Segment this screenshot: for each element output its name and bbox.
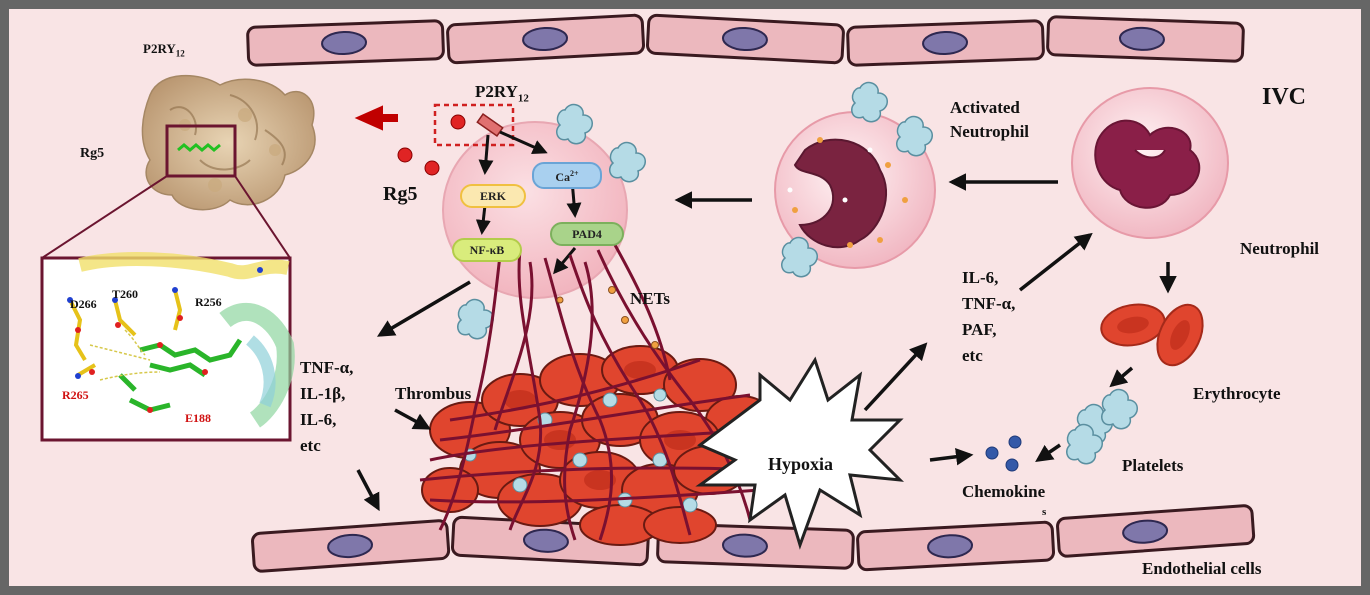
cell-nucleus bbox=[927, 534, 974, 559]
rg5-molecule bbox=[450, 114, 466, 130]
calcium-node: Ca2+ bbox=[532, 162, 602, 189]
cytokine-right-item: PAF, bbox=[962, 320, 997, 339]
platelet bbox=[1066, 423, 1103, 465]
cell-nucleus bbox=[1122, 519, 1169, 544]
residue-r265-label: R265 bbox=[62, 388, 89, 402]
erythrocyte-label: Erythrocyte bbox=[1193, 384, 1281, 403]
rg5-ligand bbox=[177, 143, 221, 152]
cytokine-left-item: etc bbox=[300, 436, 321, 455]
rg5-inhibition-arrow bbox=[354, 105, 398, 131]
p2ry12-cell-label: P2RY12 bbox=[475, 82, 529, 105]
platelet bbox=[556, 103, 593, 145]
cytokine-left-item: IL-6, bbox=[300, 410, 337, 429]
pad4-node: PAD4 bbox=[550, 222, 624, 246]
cell-nucleus bbox=[327, 533, 374, 559]
platelet bbox=[1101, 388, 1138, 430]
residue-r256-label: R256 bbox=[195, 295, 222, 309]
platelet bbox=[851, 81, 888, 123]
endothelium-top bbox=[246, 13, 1245, 67]
cell-nucleus bbox=[522, 26, 569, 52]
platelet bbox=[457, 298, 494, 340]
cytokine-right-item: TNF-α, bbox=[962, 294, 1016, 313]
resting-neutrophil bbox=[1071, 87, 1229, 239]
platelet bbox=[781, 236, 818, 278]
cell-nucleus bbox=[721, 26, 768, 52]
p2ry12-structure-subscript: 12 bbox=[175, 48, 185, 59]
platelets-label: Platelets bbox=[1122, 456, 1184, 475]
endothelial-cells-label: Endothelial cells bbox=[1142, 559, 1262, 578]
rg5-molecule bbox=[397, 147, 413, 163]
rg5-molecules bbox=[397, 114, 466, 176]
cytokine-right-item: etc bbox=[962, 346, 983, 365]
p2ry12-structure-label-text: P2RY bbox=[143, 41, 176, 56]
chemokines-label: Chemokine s bbox=[962, 482, 1046, 522]
p2ry12-structure-label: P2RY12 bbox=[143, 41, 185, 59]
hypoxia-burst bbox=[695, 356, 905, 550]
p2ry12-receptor-box bbox=[433, 103, 515, 147]
cell-nucleus bbox=[522, 528, 569, 553]
cell-nucleus bbox=[721, 533, 768, 558]
cell-nucleus bbox=[922, 30, 969, 56]
cytokine-left-item: IL-1β, bbox=[300, 384, 346, 403]
calcium-text: Ca bbox=[555, 170, 571, 184]
p2ry12-cell-label-text: P2RY bbox=[475, 82, 518, 101]
nfkb-node: NF-κB bbox=[452, 238, 522, 262]
residue-t260-label: T260 bbox=[112, 287, 139, 301]
rg5-structure-label: Rg5 bbox=[80, 146, 105, 161]
cell-nucleus bbox=[321, 31, 368, 56]
activated-neutrophil-line: Neutrophil bbox=[950, 122, 1030, 141]
residue-d266-label: D266 bbox=[70, 297, 97, 311]
rg5-cell-label: Rg5 bbox=[383, 183, 418, 205]
hypoxia-label: Hypoxia bbox=[768, 454, 834, 474]
thrombus-label: Thrombus bbox=[395, 384, 472, 403]
docking-inset bbox=[40, 252, 295, 442]
activated-neutrophil-line: Activated bbox=[950, 98, 1020, 117]
cytokine-right-item: IL-6, bbox=[962, 268, 999, 287]
p2ry12-cell-subscript: 12 bbox=[517, 92, 529, 105]
cell-nucleus bbox=[1118, 26, 1165, 51]
cytokines-left: TNF-α, IL-1β, IL-6, etc bbox=[300, 355, 353, 459]
chemokines bbox=[985, 435, 1022, 472]
protein-structure bbox=[41, 74, 316, 259]
rg5-molecule bbox=[424, 160, 440, 176]
cytokines-right: IL-6, TNF-α, PAF, etc bbox=[962, 265, 1015, 369]
ivc-label: IVC bbox=[1262, 84, 1307, 110]
p2ry12-receptor bbox=[476, 112, 504, 138]
pathway-arrows bbox=[356, 173, 1177, 512]
platelets bbox=[457, 81, 1138, 465]
nets-label: NETs bbox=[630, 289, 671, 308]
neutrophil-label: Neutrophil bbox=[1240, 239, 1320, 258]
activated-neutrophil-label: Activated Neutrophil bbox=[950, 96, 1029, 144]
cytokine-left-item: TNF-α, bbox=[300, 358, 354, 377]
platelet bbox=[609, 141, 646, 183]
activated-neutrophil bbox=[774, 111, 936, 269]
calcium-superscript: 2+ bbox=[570, 169, 579, 178]
thrombus bbox=[419, 244, 775, 546]
chemokines-line: s bbox=[1042, 506, 1047, 518]
platelet bbox=[896, 115, 933, 157]
erk-node: ERK bbox=[460, 184, 526, 208]
binding-site-box bbox=[165, 124, 237, 178]
residue-e188-label: E188 bbox=[185, 411, 212, 425]
chemokines-line: Chemokine bbox=[962, 482, 1046, 501]
erythrocytes-right bbox=[1100, 303, 1204, 367]
